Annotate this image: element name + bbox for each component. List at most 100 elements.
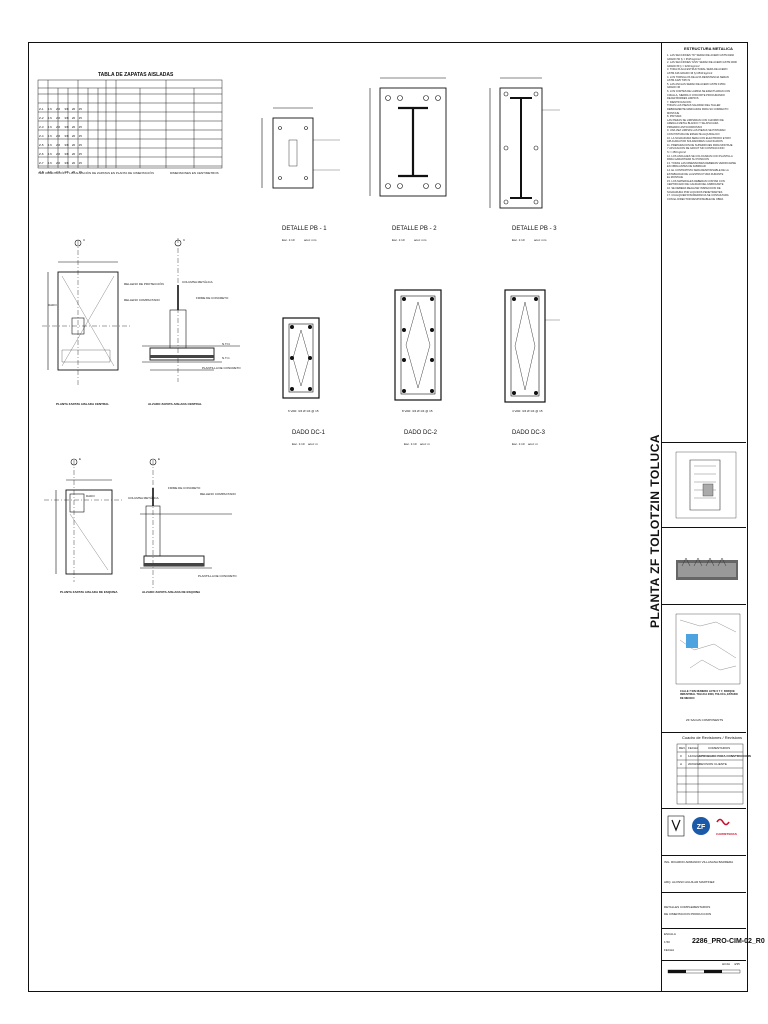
dado-dc2-title: DADO DC-2 [404,430,438,436]
columna-label-corner: COLUMNA METÁLICA [128,496,159,500]
table-footnote-right: DIMENSIONES EN CENTIMETROS [170,171,219,175]
dado-label-central: DADO [48,303,57,307]
axis-e-corner-plan: E [79,457,82,461]
detail-pb1-scale: Esc. 1:10 [282,238,295,242]
rev-header-date: FECHA [688,746,699,750]
tb-separator [662,604,746,605]
tb-separator [662,808,746,809]
note-item: 6. LOS CORTES DE LAMINA SE EFECTUARAN CO… [667,89,731,93]
note-item: f'c = 250 kg/cm2 [667,151,686,155]
note-item: DEBIDAMENTE MARCADAS PARA SU CORRECTO [667,107,729,111]
note-item: 5. LAS ANCLAS SERAN DE ACERO ASTM F1554 [667,82,726,86]
general-notes: 1. LAS SECCIONES "W" SERAN DE ACERO ASTM… [667,54,745,201]
tb-separator [662,892,746,893]
tb-separator [662,442,746,443]
note-item: ARENA A METAL BLANCO Y SE APLICARA [667,122,719,126]
detail-pb1-unit: acot: mm [304,238,317,242]
ntn-label: N.T.N. [222,342,231,346]
note-item: TODAS LAS PIEZAS SALDRAN DEL TALLER [667,104,721,108]
dado-dc3-bars: 4 VAR. 3/4 Ø 1/4 @ 15 [512,409,543,413]
scale-value: 1:50 [664,940,670,944]
dado-dc3-title: DADO DC-3 [512,430,546,436]
table-title: TABLA DE ZAPATAS AISLADAS [98,72,174,78]
dado-dc3-unit: acot: m [528,442,538,446]
tb-separator [662,732,746,733]
rev-row-0-date: 14/04/22 [688,754,700,758]
corner-elev-title: ALZADO ZAPATA AISLADA DE ESQUINA [142,590,201,594]
rev-header-comments: COMENTARIOS [708,746,731,750]
axis-c-central-elev: C [183,238,186,242]
central-plan-title: PLANTA ZAPATA AISLADA CENTRAL [56,402,110,406]
table-row: Z-3 2.6 2.6 3/8 20 15 [39,125,82,129]
corner-plan-title: PLANTA ZAPATA AISLADA DE ESQUINA [60,590,118,594]
relleno-compactado-label: RELLENO COMPACTADO [124,298,160,302]
note-item: 17. CUALQUIER DISCREPANCIA SE CONSULTARA [667,194,729,198]
drawer-name: ARQ. ALONSO AGUILAR MARTINEZ [664,880,715,884]
note-item: CON EL DIRECTOR RESPONSABLE DE OBRA [667,197,724,201]
notes-title: ESTRUCTURA METALICA [684,46,733,51]
dado-dc3-scale: Esc. 1:10 [512,442,525,446]
note-item: 2. LAS SECCIONES "HSS" SERAN DE ACERO AS… [667,61,737,65]
axis-c-central-plan: C [83,238,86,242]
note-item: 14. EL CONTRATISTA SERA RESPONSABLE DE L… [667,169,729,172]
table-row: Z-2 2.6 2.6 3/8 20 15 [39,116,82,120]
firme-label: FIRME DE CONCRETO [196,296,229,300]
logo-carreteras: CARRETERAS [716,832,737,836]
project-address: CALLE 7 SIN NUMERO LOTE 6 Y 7, PARQUE IN… [680,690,738,700]
relleno-proteccion-label: RELLENO DE PROTECCIÓN [124,282,164,286]
note-item: SOLDADURA POR LIQUIDOS PENETRANTES [667,190,723,194]
tb-separator [662,527,746,528]
dado-label-corner: DADO [86,494,95,498]
drawing-desc-1: DETALLES COMPLEMENTARIOS [664,905,711,909]
note-item: LAS PIEZAS SE LIMPIARAN CON CHORRO DE [667,118,724,122]
rev-row-1-comment: REVISION CLIENTE [699,762,727,766]
note-item: 15. LOS MATERIALES DEBERAN CONTAR CON [667,179,725,183]
rev-row-1-date: 20/03/22 [688,762,700,766]
note-item: 16. SE DEBERA REALIZAR INSPECCION DE [667,186,721,190]
svg-text:ZF: ZF [697,824,706,831]
note-item: DEJAR BORDES LIMPIOS [667,97,699,101]
detail-pb2-unit: acot: mm [414,238,427,242]
dado-dc2-bars: 8 VAR. 3/4 Ø 1/4 @ 15 [402,409,433,413]
note-item: 4. LOS TORNILLOS DE ALTA RESISTENCIA SER… [667,75,729,79]
detail-pb2-title: DETALLE PB - 2 [392,226,437,232]
note-item: APLICADA POR SOLDADORES CALIFICADOS [667,140,723,144]
revisions-title: Cuadro de Revisiones / Revisions [682,735,743,740]
firme-label-corner: FIRME DE CONCRETO [168,486,201,490]
note-item: ESTABILIDAD DE LA ESTRUCTURA DURANTE [667,172,724,176]
table-row: Z-1 2.6 2.6 3/8 20 15 [39,107,82,111]
table-row: Z-8 2.6 2.6 3/8 20 15 [39,170,82,174]
note-item: 11. PREPARACION DE SUPERFICIES PARA MONT… [667,143,733,147]
dado-dc1-unit: acot: m [308,442,318,446]
detail-pb3-title: DETALLE PB - 3 [512,226,557,232]
table-row: Z-4 2.6 2.6 3/8 20 15 [39,134,82,138]
note-item: MONTAJE [667,111,680,115]
title-block-frame [661,42,748,992]
sheet-value: 4/35 [734,962,740,966]
note-item: EN OBRA ANTES DE FABRICAR [667,165,706,169]
note-item: 13. TODAS LAS DIMENSIONES DEBERAN VERIFI… [667,161,736,165]
note-item: CON PINTURA DE ESMALTE ALQUIDALICO [667,133,720,137]
client-name: ZF SACHS COMPONENTS [686,718,724,722]
dado-dc2-unit: acot: m [420,442,430,446]
scale-label: ESCALA [664,932,676,936]
rev-row-0-comment: APROBADO PARA CONSTRUCCION [699,754,751,758]
tb-separator [662,855,746,856]
note-item: EL MONTAJE [667,176,683,180]
note-item: GRADO 36 [667,86,681,90]
columna-label: COLUMNA METÁLICA [182,280,213,284]
central-elev-title: ALZADO ZAPATA AISLADA CENTRAL [148,402,202,406]
note-item: CIZALLA, SIERRA O OXICORTE PROCURANDO [667,93,725,97]
table-row: Z-6 2.6 2.6 3/8 20 15 [39,152,82,156]
note-item: CERTIFICADO DE CALIDAD DEL FABRICANTE [667,183,724,187]
plantilla-label-corner: PLANTILLA DE CONCRETO [198,574,237,578]
note-item: ASTM A36 GRADO 36 fy=2530 kg/cm2 [667,71,713,75]
rev-header-rev: REV. [679,746,686,750]
dado-dc1-bars: 6 VAR. 3/4 Ø 1/4 @ 15 [288,409,319,413]
rev-row-0-rev: 0 [680,754,682,758]
drawing-desc-2: DE CIMENTACION PRODUCCION [664,912,712,916]
